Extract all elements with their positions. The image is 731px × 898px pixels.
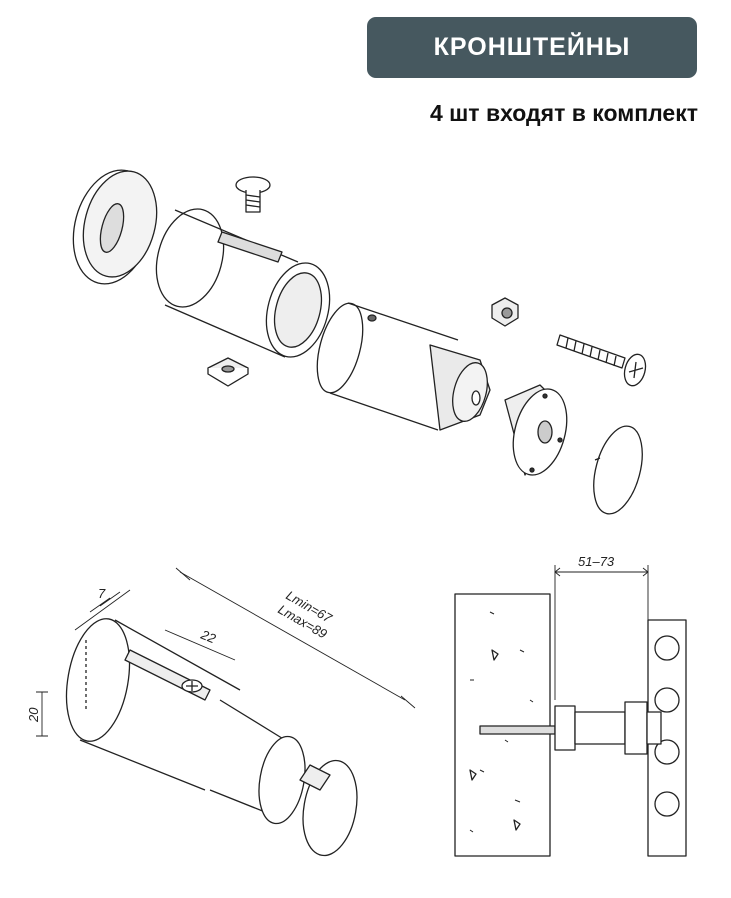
screw-small bbox=[235, 176, 271, 213]
wall-cap-ring bbox=[72, 169, 158, 285]
dim-thickness: 7 bbox=[98, 586, 106, 601]
assembled-bracket bbox=[65, 618, 358, 857]
main-sleeve bbox=[155, 208, 331, 358]
side-bracket bbox=[479, 701, 662, 755]
square-nut bbox=[207, 357, 249, 387]
dim-slot-length: 22 bbox=[198, 626, 219, 646]
inner-sleeve bbox=[316, 302, 491, 431]
dim-diameter: 20 bbox=[26, 707, 41, 723]
subtitle: 4 шт входят в комплект bbox=[429, 100, 698, 126]
hex-nut bbox=[491, 297, 519, 327]
flange-adapter bbox=[504, 384, 568, 476]
long-screw bbox=[556, 334, 647, 387]
title-badge: КРОНШТЕЙНЫ bbox=[367, 17, 697, 78]
dim-gap-range: 51–73 bbox=[578, 554, 615, 569]
end-cap bbox=[593, 425, 643, 515]
dimension-lines bbox=[36, 567, 416, 737]
gap-dimension bbox=[554, 565, 649, 700]
wall-section bbox=[454, 593, 551, 857]
title-text: КРОНШТЕЙНЫ bbox=[433, 33, 631, 61]
